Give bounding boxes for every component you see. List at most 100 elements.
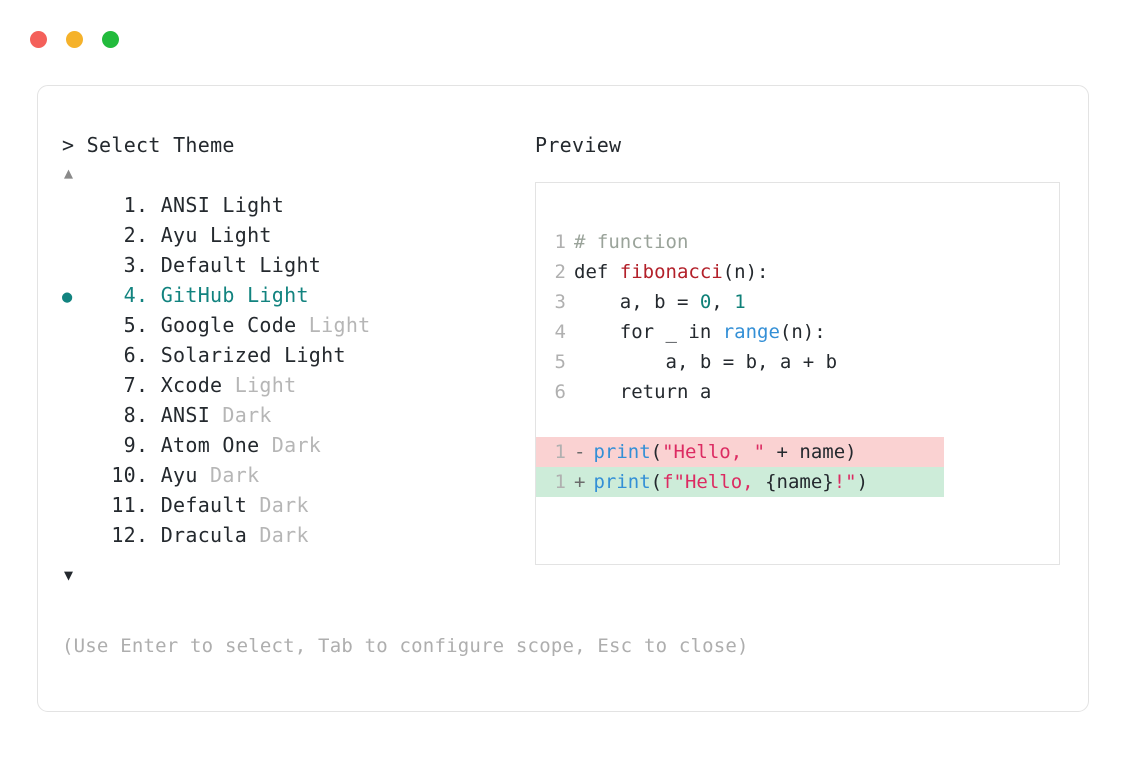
theme-item-variant: Light (222, 373, 297, 397)
code-line-text: a, b = 0, 1 (566, 287, 746, 317)
code-token: (n): (779, 321, 826, 343)
diff-added-line: 1 +print(f"Hello, {name}!") (536, 467, 944, 497)
theme-list-item[interactable]: 2. Ayu Light (62, 220, 532, 250)
minimize-button[interactable] (66, 31, 83, 48)
theme-item-variant: Light (247, 253, 322, 277)
theme-item-name: ANSI (160, 193, 211, 217)
keyboard-hint: (Use Enter to select, Tab to configure s… (62, 635, 749, 657)
theme-item-variant: Dark (210, 403, 272, 427)
theme-item-separator: . (136, 463, 161, 487)
code-line: 1 # function (536, 227, 1059, 257)
code-token: ( (650, 441, 663, 463)
code-token: a, b = b, a + b (574, 351, 838, 373)
theme-list-item[interactable]: 10. Ayu Dark (62, 460, 532, 490)
theme-item-separator: . (136, 253, 161, 277)
theme-list-item[interactable]: 8. ANSI Dark (62, 400, 532, 430)
line-number: 1 (554, 471, 566, 493)
code-token: + name) (765, 441, 857, 463)
line-number: 5 (554, 351, 566, 373)
theme-item-separator: . (136, 403, 161, 427)
diff-sign: + (574, 471, 586, 493)
theme-item-name: Atom One (160, 433, 260, 457)
maximize-button[interactable] (102, 31, 119, 48)
theme-item-number: 5 (123, 313, 136, 337)
preview-title: Preview (535, 133, 622, 157)
theme-item-name: Ayu (160, 223, 198, 247)
theme-item-name: Dracula (160, 523, 248, 547)
theme-item-number: 1 (123, 193, 136, 217)
line-number: 6 (554, 381, 566, 403)
code-line-text: def fibonacci(n): (566, 257, 768, 287)
code-token: def (574, 261, 620, 283)
theme-item-name: Solarized (160, 343, 272, 367)
theme-item-name: ANSI (160, 403, 211, 427)
scroll-down-icon[interactable]: ▼ (64, 566, 74, 584)
theme-list-item[interactable]: 12. Dracula Dark (62, 520, 532, 550)
theme-item-variant: Dark (259, 433, 322, 457)
code-token: {name} (765, 471, 834, 493)
theme-list-item[interactable]: 3. Default Light (62, 250, 532, 280)
theme-item-separator: . (136, 283, 161, 307)
line-number: 3 (554, 291, 566, 313)
code-token: range (722, 321, 780, 343)
diff-line-text: print(f"Hello, {name}!") (585, 467, 868, 497)
theme-item-separator: . (136, 193, 161, 217)
theme-item-number: 8 (123, 403, 136, 427)
code-token: f"Hello, (662, 471, 766, 493)
theme-item-variant: Dark (197, 463, 260, 487)
scroll-up-icon[interactable]: ▲ (64, 164, 74, 182)
line-number: 1 (554, 231, 566, 253)
close-button[interactable] (30, 31, 47, 48)
theme-list-item[interactable]: 5. Google Code Light (62, 310, 532, 340)
code-token: print (593, 441, 651, 463)
theme-item-variant: Light (234, 283, 309, 307)
theme-list-item[interactable]: 11. Default Dark (62, 490, 532, 520)
theme-item-number: 6 (123, 343, 136, 367)
code-line: 3 a, b = 0, 1 (536, 287, 1059, 317)
prompt-title: > Select Theme (62, 133, 235, 157)
theme-item-variant: Light (271, 343, 346, 367)
theme-item-separator: . (136, 343, 161, 367)
theme-item-name: Default (160, 493, 248, 517)
theme-list-item[interactable]: ●4. GitHub Light (62, 280, 532, 310)
theme-item-variant: Light (296, 313, 371, 337)
code-line-text: for _ in range(n): (566, 317, 826, 347)
theme-item-variant: Dark (247, 523, 309, 547)
theme-item-name: Default (160, 253, 248, 277)
theme-list-item[interactable]: 1. ANSI Light (62, 190, 532, 220)
diff-line-text: print("Hello, " + name) (585, 437, 856, 467)
window-titlebar (30, 31, 119, 48)
theme-list-item[interactable]: 9. Atom One Dark (62, 430, 532, 460)
code-token: , (711, 291, 735, 313)
code-token: ( (650, 471, 663, 493)
theme-item-separator: . (136, 223, 161, 247)
code-line-text: # function (566, 227, 688, 257)
code-token: # function (574, 231, 689, 253)
theme-item-number: 9 (123, 433, 136, 457)
theme-item-variant: Dark (247, 493, 309, 517)
code-token: 1 (734, 291, 746, 313)
selected-bullet-icon: ● (62, 287, 73, 307)
theme-list-item[interactable]: 6. Solarized Light (62, 340, 532, 370)
code-token: return a (574, 381, 712, 403)
line-number: 4 (554, 321, 566, 343)
code-line: 5 a, b = b, a + b (536, 347, 1059, 377)
theme-item-separator: . (136, 373, 161, 397)
theme-item-number: 7 (123, 373, 136, 397)
code-token: "Hello, " (662, 441, 766, 463)
code-token: ) (856, 471, 869, 493)
theme-item-name: Ayu (160, 463, 198, 487)
diff-removed-line: 1-print("Hello, " + name) (536, 437, 944, 467)
code-token: print (593, 471, 651, 493)
theme-item-number: 3 (123, 253, 136, 277)
line-number: 1 (554, 441, 566, 463)
theme-item-number: 4 (123, 283, 136, 307)
theme-list-item[interactable]: 7. Xcode Light (62, 370, 532, 400)
theme-item-name: Google Code (160, 313, 297, 337)
